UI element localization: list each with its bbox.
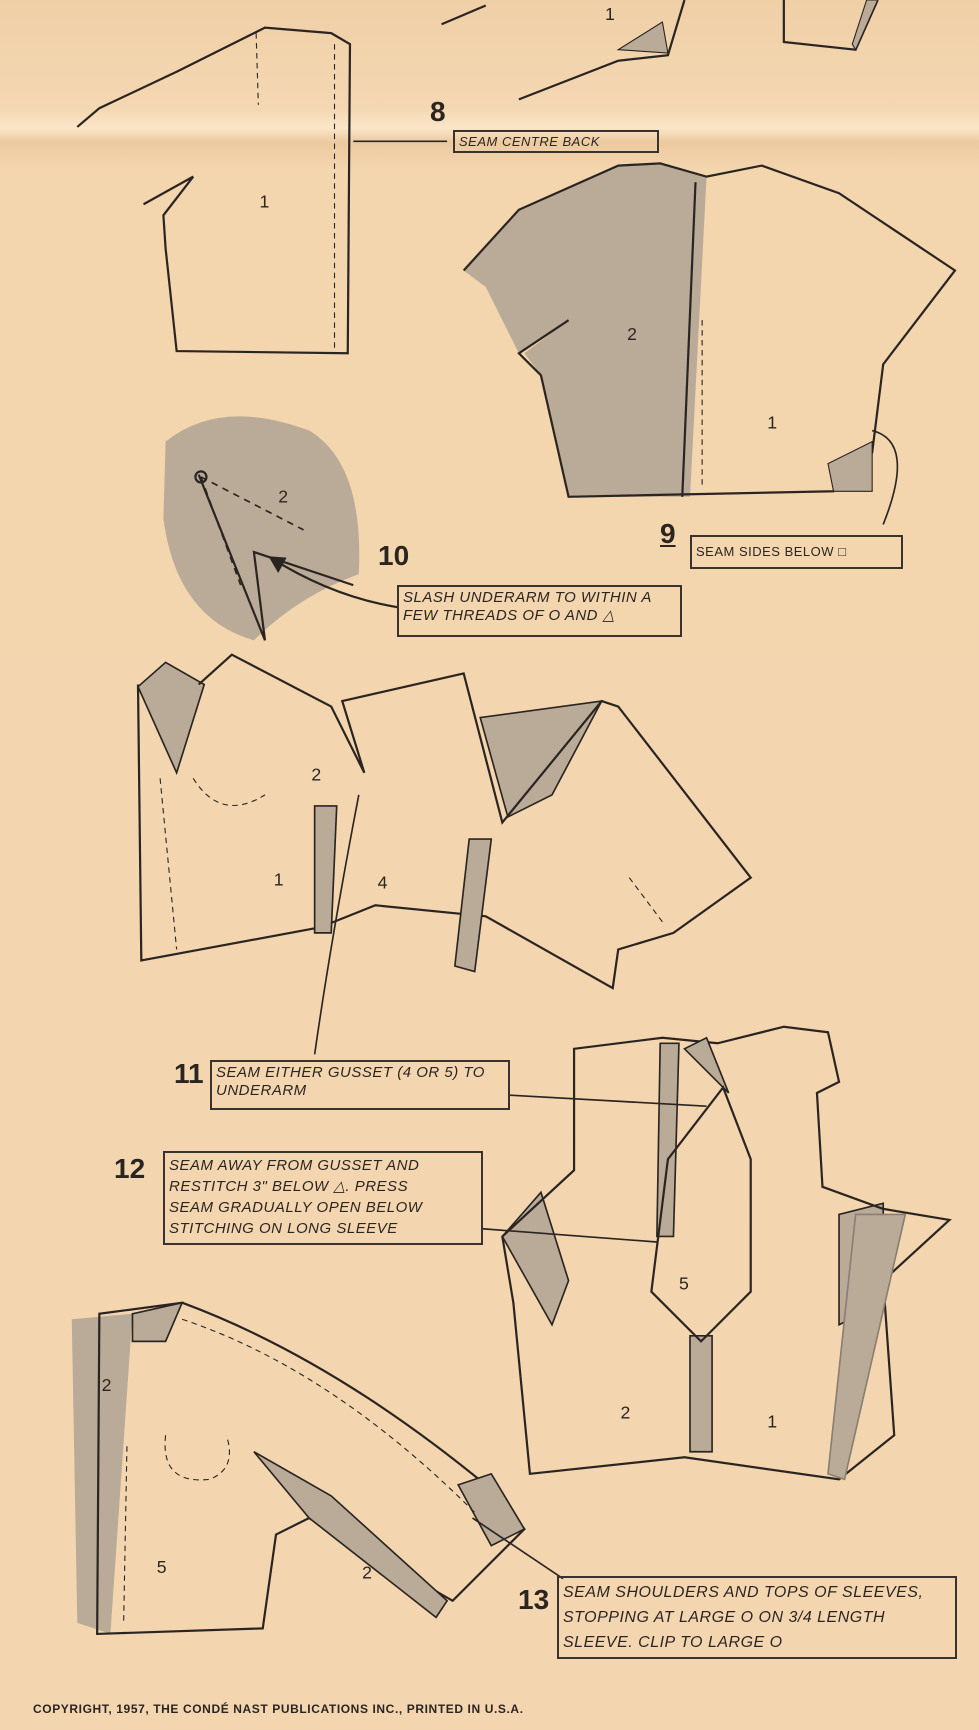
piece-label: 2 [627,324,637,344]
step-11-instruction: SEAM EITHER GUSSET (4 OR 5) TO UNDERARM [210,1060,510,1110]
step-13-instruction: SEAM SHOULDERS AND TOPS OF SLEEVES, STOP… [557,1576,957,1659]
piece-label: 1 [767,1411,777,1431]
step-10-instruction: SLASH UNDERARM TO WITHIN A FEW THREADS O… [397,585,682,637]
piece-label: 2 [311,765,321,785]
piece-label: 1 [274,869,284,889]
diagram-top-fragments: 1 [441,0,879,101]
step-12-number: 12 [114,1153,146,1184]
piece-label: 1 [259,192,269,212]
step-13-number: 13 [518,1584,550,1615]
piece-label: 2 [102,1375,112,1395]
piece-label: 1 [767,412,777,432]
diagram-step-11-gusset: 1 4 2 [136,653,753,1055]
piece-label: 5 [157,1557,167,1577]
diagram-step-9-front: 2 1 [462,162,957,525]
diagram-step-10-slash: 2 [163,416,398,641]
diagram-step-13-shoulder: 2 5 2 [71,1301,564,1636]
step-8-instruction: SEAM CENTRE BACK [453,130,659,153]
step-12-instruction: SEAM AWAY FROM GUSSET AND RESTITCH 3" BE… [163,1151,483,1245]
piece-label: 1 [605,4,615,24]
diagram-step-8-back: 1 [76,26,448,355]
piece-label: 2 [362,1563,372,1583]
piece-label: 5 [679,1273,689,1293]
step-8-number: 8 [430,96,446,127]
piece-label: 2 [620,1403,630,1423]
piece-label: 2 [278,486,288,506]
step-10-number: 10 [378,540,410,571]
piece-label: 4 [378,873,388,893]
step-9-instruction: SEAM SIDES BELOW □ [690,535,903,569]
copyright-notice: COPYRIGHT, 1957, THE CONDÉ NAST PUBLICAT… [33,1702,524,1716]
step-9-number: 9 [660,518,676,549]
diagram-step-12-sleeve: 5 2 1 [482,1025,952,1481]
step-11-number: 11 [174,1058,204,1089]
